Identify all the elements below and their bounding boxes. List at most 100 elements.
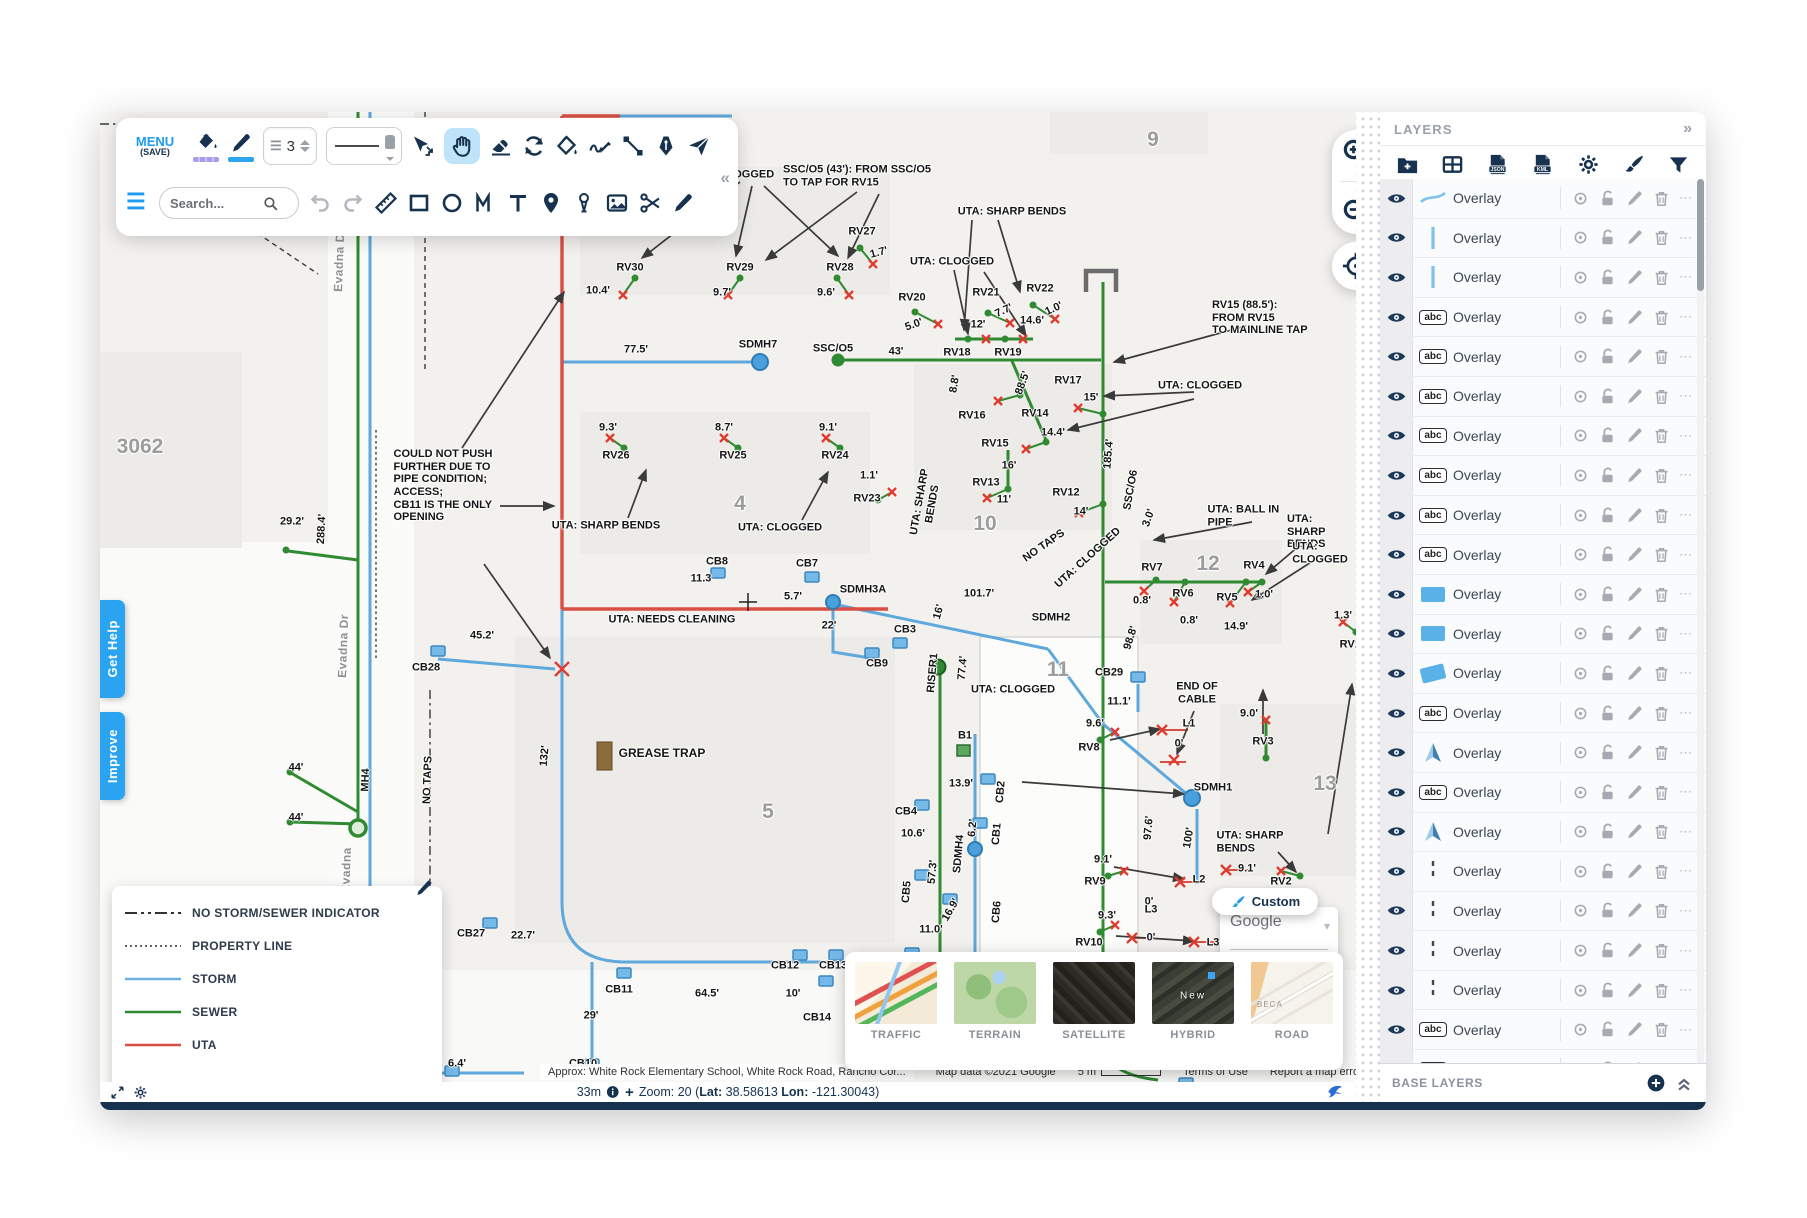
more-options-icon[interactable]: ⋯: [1679, 665, 1694, 681]
basemap-thumbnail[interactable]: [855, 962, 937, 1024]
more-options-icon[interactable]: ⋯: [1679, 586, 1694, 602]
search-icon[interactable]: [262, 195, 279, 212]
freehand-draw-tool[interactable]: [588, 134, 612, 158]
more-options-icon[interactable]: ⋯: [1679, 625, 1694, 641]
more-options-icon[interactable]: ⋯: [1679, 348, 1694, 364]
zoom-to-layer-icon[interactable]: [1571, 585, 1590, 604]
layer-visibility-eye-icon[interactable]: [1380, 812, 1413, 852]
layer-visibility-eye-icon[interactable]: [1380, 772, 1413, 812]
layer-visibility-eye-icon[interactable]: [1380, 654, 1413, 693]
pan-hand-tool[interactable]: [444, 128, 480, 164]
delete-layer-icon[interactable]: [1652, 941, 1671, 960]
undo-button[interactable]: [308, 191, 332, 215]
redo-button[interactable]: [341, 191, 365, 215]
lock-layer-icon[interactable]: [1598, 664, 1617, 683]
zoom-to-layer-icon[interactable]: [1571, 862, 1590, 881]
pen-tool[interactable]: [671, 191, 695, 215]
lock-layer-icon[interactable]: [1598, 545, 1617, 564]
rectangle-tool[interactable]: [407, 191, 431, 215]
layer-visibility-eye-icon[interactable]: [1380, 614, 1413, 654]
zoom-to-layer-icon[interactable]: [1571, 387, 1590, 406]
more-options-icon[interactable]: ⋯: [1679, 863, 1694, 879]
panel-resize-handle[interactable]: [1356, 112, 1380, 1102]
search-box[interactable]: [159, 187, 299, 219]
delete-layer-icon[interactable]: [1652, 981, 1671, 1000]
zoom-to-layer-icon[interactable]: [1571, 1020, 1590, 1039]
layer-row[interactable]: Overlay ⋯: [1380, 654, 1706, 694]
layer-row[interactable]: Overlay ⋯: [1380, 218, 1706, 259]
layer-visibility-eye-icon[interactable]: [1380, 297, 1413, 337]
lock-layer-icon[interactable]: [1598, 862, 1617, 881]
zoom-to-layer-icon[interactable]: [1571, 506, 1590, 525]
layer-visibility-eye-icon[interactable]: [1380, 693, 1413, 733]
layer-row[interactable]: Overlay ⋯: [1380, 970, 1706, 1011]
zoom-to-layer-icon[interactable]: [1571, 981, 1590, 1000]
layer-visibility-eye-icon[interactable]: [1380, 852, 1413, 891]
layer-visibility-eye-icon[interactable]: [1380, 535, 1413, 574]
delete-layer-icon[interactable]: [1652, 664, 1671, 683]
zoom-to-layer-icon[interactable]: [1571, 228, 1590, 247]
line-style-select[interactable]: [326, 127, 402, 165]
layer-visibility-eye-icon[interactable]: [1380, 495, 1413, 535]
lock-layer-icon[interactable]: [1598, 822, 1617, 841]
basemap-thumbnail[interactable]: [954, 962, 1036, 1024]
collapse-panel-icon[interactable]: »: [1683, 120, 1692, 137]
delete-layer-icon[interactable]: [1652, 426, 1671, 445]
layer-visibility-eye-icon[interactable]: [1380, 179, 1413, 218]
layer-row[interactable]: Overlay ⋯: [1380, 179, 1706, 219]
more-options-icon[interactable]: ⋯: [1679, 388, 1694, 404]
fullscreen-icon[interactable]: [110, 1085, 125, 1100]
edit-layer-icon[interactable]: [1625, 268, 1644, 287]
lock-layer-icon[interactable]: [1598, 347, 1617, 366]
more-options-icon[interactable]: ⋯: [1679, 784, 1694, 800]
edit-layer-icon[interactable]: [1625, 466, 1644, 485]
zoom-in-button[interactable]: [1341, 137, 1356, 167]
layer-visibility-eye-icon[interactable]: [1380, 376, 1413, 416]
edit-legend-icon[interactable]: [414, 878, 434, 898]
more-options-icon[interactable]: ⋯: [1679, 190, 1694, 206]
zoom-to-layer-icon[interactable]: [1571, 941, 1590, 960]
delete-layer-icon[interactable]: [1652, 506, 1671, 525]
layer-visibility-eye-icon[interactable]: [1380, 931, 1413, 970]
layer-settings-button[interactable]: [1577, 153, 1600, 176]
polygon-tool[interactable]: [473, 191, 497, 215]
plumb-marker-tool[interactable]: [572, 191, 596, 215]
layer-visibility-eye-icon[interactable]: [1380, 1010, 1413, 1050]
fill-style-tool[interactable]: [193, 131, 219, 162]
layer-row[interactable]: abc Overlay ⋯: [1380, 1010, 1706, 1051]
lock-layer-icon[interactable]: [1598, 228, 1617, 247]
lock-layer-icon[interactable]: [1598, 466, 1617, 485]
export-kml-button[interactable]: [1531, 153, 1554, 176]
zoom-out-button[interactable]: [1341, 197, 1356, 227]
more-options-icon[interactable]: ⋯: [1679, 823, 1694, 839]
lock-layer-icon[interactable]: [1598, 308, 1617, 327]
layer-row[interactable]: Overlay ⋯: [1380, 733, 1706, 773]
layer-row[interactable]: abc Overlay ⋯: [1380, 772, 1706, 813]
marker-pin-tool[interactable]: [539, 191, 563, 215]
search-input[interactable]: [168, 194, 258, 212]
basemap-option-satellite[interactable]: SATELLITE: [1053, 962, 1135, 1041]
filter-layers-button[interactable]: [1667, 153, 1690, 176]
zoom-to-layer-icon[interactable]: [1571, 822, 1590, 841]
lock-layer-icon[interactable]: [1598, 941, 1617, 960]
layer-visibility-eye-icon[interactable]: [1380, 337, 1413, 376]
cut-tool[interactable]: [638, 191, 662, 215]
delete-layer-icon[interactable]: [1652, 822, 1671, 841]
table-view-button[interactable]: [1441, 153, 1464, 176]
text-tool[interactable]: [506, 191, 530, 215]
edit-layer-icon[interactable]: [1625, 941, 1644, 960]
export-json-button[interactable]: [1486, 153, 1509, 176]
edit-layer-icon[interactable]: [1625, 585, 1644, 604]
edit-layer-icon[interactable]: [1625, 1020, 1644, 1039]
edit-layer-icon[interactable]: [1625, 426, 1644, 445]
delete-layer-icon[interactable]: [1652, 228, 1671, 247]
lock-layer-icon[interactable]: [1598, 426, 1617, 445]
more-options-icon[interactable]: ⋯: [1679, 546, 1694, 562]
edit-layer-icon[interactable]: [1625, 862, 1644, 881]
circle-tool[interactable]: [440, 191, 464, 215]
eraser-tool[interactable]: [489, 134, 513, 158]
delete-layer-icon[interactable]: [1652, 545, 1671, 564]
zoom-to-layer-icon[interactable]: [1571, 466, 1590, 485]
lock-layer-icon[interactable]: [1598, 704, 1617, 723]
panel-scrollbar[interactable]: [1697, 179, 1704, 1064]
